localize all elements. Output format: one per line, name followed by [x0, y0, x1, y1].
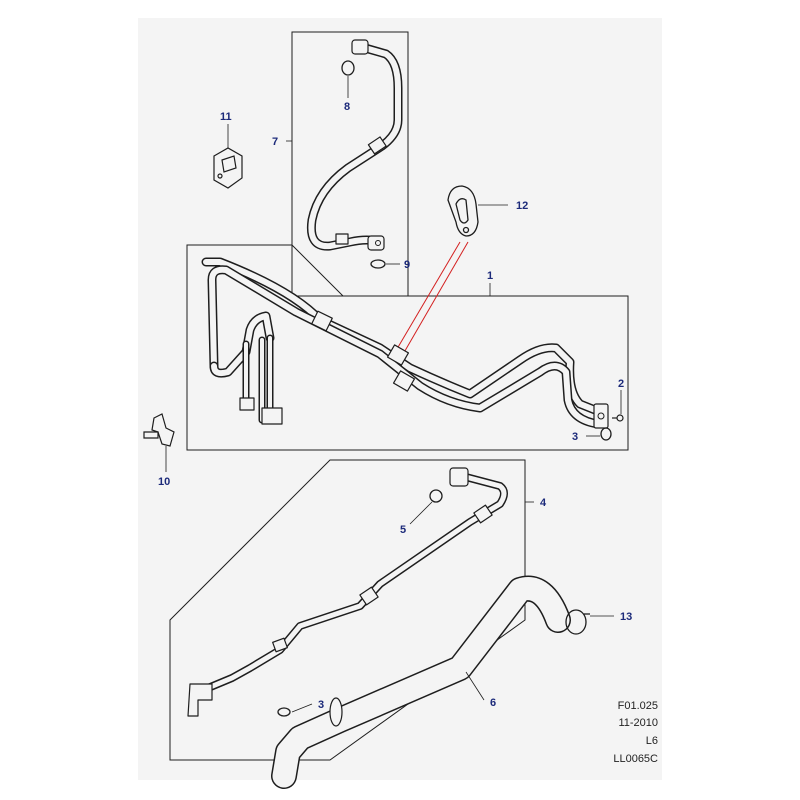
callout-7: 7	[272, 136, 278, 148]
callout-3-lower: 3	[318, 699, 324, 711]
o-ring-part-3-upper	[600, 427, 612, 441]
pipe-part-7	[306, 39, 403, 251]
callout-3-upper: 3	[572, 431, 578, 443]
figure-number: F01.025	[617, 700, 658, 712]
pipe-assembly-part-1	[201, 257, 609, 429]
callout-11: 11	[220, 111, 232, 123]
hose-part-6	[271, 575, 571, 789]
callout-9: 9	[404, 259, 410, 271]
group-frame-4	[169, 459, 526, 761]
callout-1: 1	[487, 270, 493, 282]
o-ring-part-9	[370, 259, 386, 269]
clip-part-12	[447, 185, 479, 237]
pipe-part-4	[187, 467, 508, 717]
callout-8: 8	[344, 101, 350, 113]
bracket-part-11	[213, 147, 243, 189]
o-ring-part-5	[429, 489, 443, 503]
group-frame-1	[186, 244, 629, 451]
clip-part-10	[143, 413, 175, 447]
callout-6: 6	[490, 697, 496, 709]
o-ring-part-3-lower	[277, 707, 291, 717]
clip-location-lines	[393, 241, 469, 357]
callout-4: 4	[540, 497, 547, 509]
leader-lines	[165, 76, 622, 713]
screw-part-2	[612, 414, 624, 422]
level-code: L6	[645, 735, 658, 747]
callout-5: 5	[400, 524, 406, 536]
illustration-code: LL0065C	[613, 753, 658, 765]
callout-10: 10	[158, 476, 170, 488]
callout-12: 12	[516, 200, 528, 212]
hose-clamp-part-13	[565, 609, 590, 635]
o-ring-part-8	[341, 60, 355, 76]
callout-13: 13	[620, 611, 632, 623]
revision-date: 11-2010	[618, 717, 658, 729]
diagram-background	[138, 18, 662, 780]
callout-2: 2	[618, 378, 624, 390]
